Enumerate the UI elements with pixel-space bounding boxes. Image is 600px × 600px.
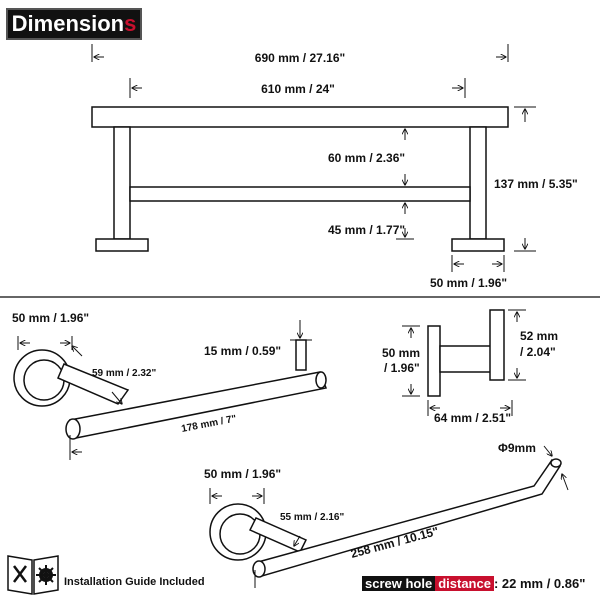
dim-base-width: 50 mm / 1.96" [430,276,507,290]
screw-label-part1: screw hole [362,576,436,591]
wrench-screwdriver-icon [13,565,27,583]
gear-icon [36,565,56,585]
title-badge: Dimensions [6,8,142,40]
screw-label-part2: distance [435,576,494,591]
dim-projection-lower: 45 mm / 1.77" [328,223,405,237]
dim-holder-base: 50 mm / 1.96" [12,311,89,325]
dim-overall-length: 690 mm / 27.16" [255,51,345,65]
dim-bar-length: 610 mm / 24" [261,82,335,96]
dim-hook-depth: 64 mm / 2.51" [434,411,511,425]
towel-bar-drawing [91,106,509,252]
dim-holder-projection: 59 mm / 2.32" [92,368,156,379]
towel-bar-right-post [469,126,487,240]
guide-label: Installation Guide Included [64,576,205,588]
dim-hook-base-l2: / 1.96" [384,361,420,375]
robe-hook-drawing [427,309,505,397]
dim-holder-arm: 178 mm / 7" [180,413,237,435]
dim-hook-base-l1: 50 mm [382,346,420,360]
title-tail: s [124,11,137,36]
towel-bar-crossbar [129,186,471,202]
dim-ring-tube: Φ9mm [498,441,536,455]
towel-bar-right-foot [451,238,505,252]
title-main: Dimension [11,11,125,36]
dim-projection-upper: 60 mm / 2.36" [328,151,405,165]
towel-bar-left-post [113,126,131,240]
paper-holder-drawing [13,339,328,440]
dim-hook-height-l1: 52 mm [520,329,558,343]
robe-hook-dimension-lines [402,309,526,416]
dim-ring-projection: 55 mm / 2.16" [280,512,344,523]
paper-holder-dimension-lines [17,320,312,460]
towel-bar-dimension-lines [91,44,536,272]
dim-height: 137 mm / 5.35" [494,177,578,191]
towel-bar-left-foot [95,238,149,252]
guide-book-icon [7,555,59,595]
towel-ring-drawing [209,458,562,578]
dim-holder-post: 15 mm / 0.59" [204,344,281,358]
dim-ring-base: 50 mm / 1.96" [204,467,281,481]
towel-ring-dimension-lines [209,445,569,588]
towel-bar-rail [91,106,509,128]
dim-hook-height-l2: / 2.04" [520,345,556,359]
screw-value: : 22 mm / 0.86" [493,576,586,591]
installation-guide: Installation Guide Included [6,552,226,596]
